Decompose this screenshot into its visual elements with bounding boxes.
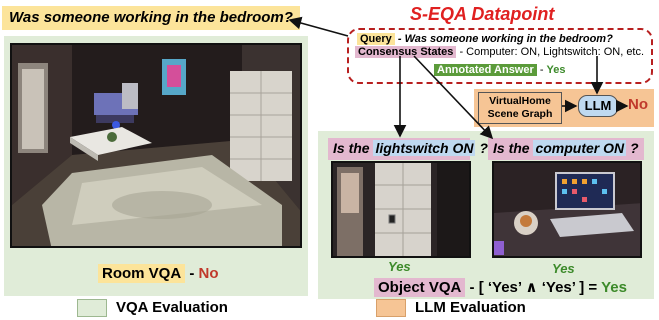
object-question-lightswitch: Is the lightswitch ON ? [328,138,488,160]
room-vqa-answer: No [198,265,219,282]
datapoint-query: Query - Was someone working in the bedro… [357,33,613,45]
arrow-to-computer [413,55,494,140]
object-question-suffix: ? [475,140,488,156]
answer-label: Annotated Answer [434,64,537,76]
scene-graph-line1: VirtualHome [489,95,551,107]
room-scene-image [10,43,302,248]
datapoint-title: S-EQA Datapoint [410,4,555,24]
object-vqa-label: Object VQA [374,278,466,297]
consensus-label: Consensus States [355,46,457,58]
main-question: Was someone working in the bedroom? [2,6,300,30]
arrow-query-to-room [288,16,349,37]
object-question-prefix: Is the [333,140,374,156]
object-question-suffix: ? [626,140,639,156]
object-vqa-formula: - [ ‘Yes’ ∧ ‘Yes’ ] = [465,279,602,296]
datapoint-consensus: Consensus States - Computer: ON, Lightsw… [355,46,644,58]
legend-vqa-label: VQA Evaluation [116,299,228,316]
legend-llm-label: LLM Evaluation [415,299,526,316]
lightswitch-answer: Yes [388,259,411,274]
object-question-highlight: computer ON [533,140,627,156]
legend-vqa-swatch [77,299,107,317]
room-scene-drawing [12,45,300,246]
room-vqa-label: Room VQA [98,264,186,283]
lightswitch-drawing [333,163,469,256]
object-question-highlight: lightswitch ON [373,140,476,156]
answer-value: Yes [546,64,566,76]
answer-separator: - [536,64,547,76]
computer-drawing [494,163,640,256]
query-text: - Was someone working in the bedroom? [397,33,613,45]
object-vqa-answer: Yes [601,279,627,296]
room-vqa-result: Room VQA - No [98,264,219,283]
scene-graph-line2: Scene Graph [487,108,553,120]
llm-node: LLM [578,95,618,117]
object-question-prefix: Is the [493,140,534,156]
legend-llm-swatch [376,299,406,317]
computer-answer: Yes [552,261,575,276]
lightswitch-image [331,161,471,258]
scene-graph-box: VirtualHome Scene Graph [478,92,562,124]
datapoint-box [347,28,653,84]
computer-image [492,161,642,258]
llm-result: No [628,96,648,113]
object-vqa-result: Object VQA - [ ‘Yes’ ∧ ‘Yes’ ] = Yes [374,278,627,297]
object-question-computer: Is the computer ON ? [488,138,644,160]
consensus-text: - Computer: ON, Lightswitch: ON, etc. [459,46,645,58]
room-vqa-separator: - [185,265,199,282]
query-label: Query [357,33,395,45]
datapoint-answer: Annotated Answer - Yes [434,64,566,76]
